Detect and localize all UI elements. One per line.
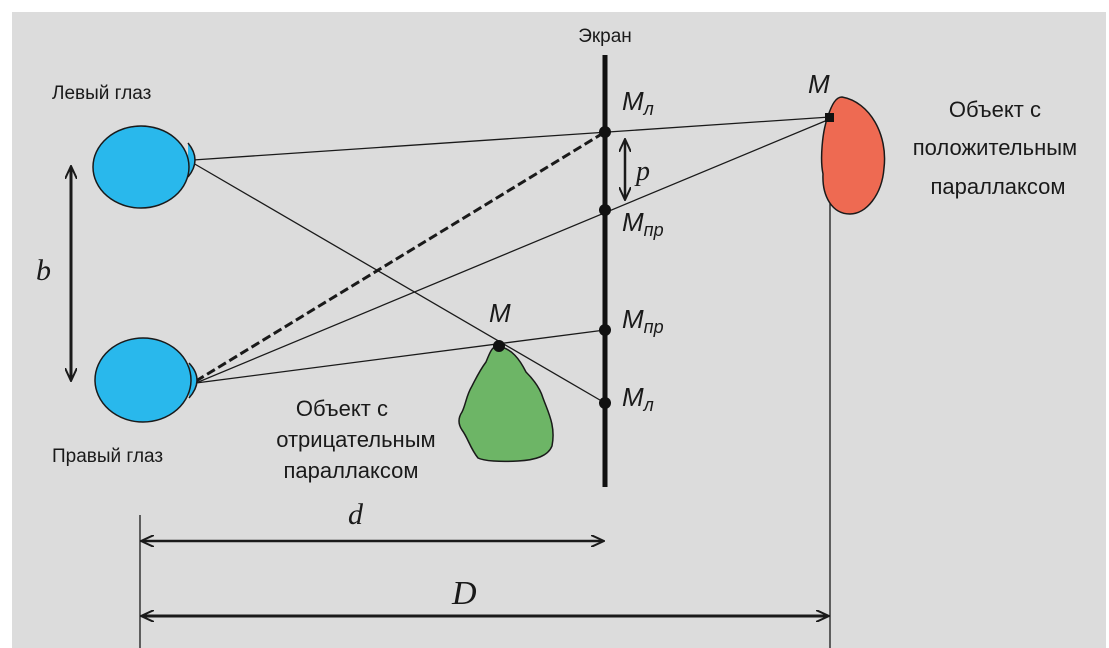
screen-point-ml-bottom-main: M	[622, 382, 644, 412]
left-eye	[92, 125, 196, 209]
positive-object-label-line-2: положительным	[913, 135, 1077, 160]
positive-object-label: Объект с положительным параллаксом	[913, 97, 1084, 199]
screen-point-ml-bottom-sub: л	[643, 395, 654, 415]
left-eye-to-mл-bottom-line	[192, 162, 606, 404]
screen-point-mpr-top-sub: пр	[644, 220, 664, 240]
parallax-label: p	[634, 156, 650, 187]
negative-object-label-line-3: параллаксом	[283, 458, 418, 483]
screen-point-mpr-top-main: M	[622, 207, 644, 237]
screen-point-ml-top-sub: л	[643, 99, 654, 119]
screen-distance-label: d	[348, 498, 364, 531]
screen-point-ml-top	[599, 126, 611, 138]
object-distance-label: D	[451, 575, 477, 612]
left-eye-to-positive-object-line	[192, 116, 831, 161]
screen-point-mpr-bottom-main: M	[622, 304, 644, 334]
right-eye-label: Правый глаз	[52, 446, 163, 467]
negative-object-point-label: M	[489, 298, 511, 328]
left-eye-ball	[92, 125, 190, 209]
screen-point-mpr-bottom	[599, 324, 611, 336]
positive-object-point	[825, 113, 834, 122]
left-eye-label: Левый глаз	[52, 83, 151, 104]
right-eye-ball	[94, 337, 192, 423]
right-eye-cornea	[188, 362, 198, 399]
screen-point-mpr-top-label: Mпр	[622, 207, 664, 240]
negative-object-label-line-2: отрицательным	[276, 427, 435, 452]
diagram-background	[12, 12, 1106, 648]
right-eye	[94, 337, 198, 423]
screen-point-mpr-bottom-label: Mпр	[622, 304, 664, 337]
negative-object-shape	[458, 345, 554, 463]
dashed-ray-right-eye-to-mл-top	[195, 130, 606, 383]
screen-label: Экран	[578, 26, 632, 47]
positive-object-label-line-1: Объект с	[949, 97, 1041, 122]
positive-object-label-line-3: параллаксом	[930, 174, 1065, 199]
screen-point-mpr-top	[599, 204, 611, 216]
screen-point-ml-bottom-label: Mл	[622, 382, 654, 415]
negative-object-point	[493, 340, 505, 352]
right-eye-to-positive-object-line	[195, 118, 831, 384]
right-eye-to-mпр-bottom-line	[195, 329, 606, 384]
negative-object-label-line-1: Объект с	[296, 396, 388, 421]
screen-point-ml-top-main: M	[622, 86, 644, 116]
negative-object-label: Объект с отрицательным параллаксом	[276, 396, 442, 483]
sight-lines	[192, 116, 831, 404]
positive-object-point-label: M	[808, 69, 830, 99]
left-eye-cornea	[187, 142, 196, 178]
eye-distance-label: b	[36, 254, 51, 287]
screen-point-mpr-bottom-sub: пр	[644, 317, 664, 337]
screen-point-ml-top-label: Mл	[622, 86, 654, 119]
screen-point-ml-bottom	[599, 397, 611, 409]
